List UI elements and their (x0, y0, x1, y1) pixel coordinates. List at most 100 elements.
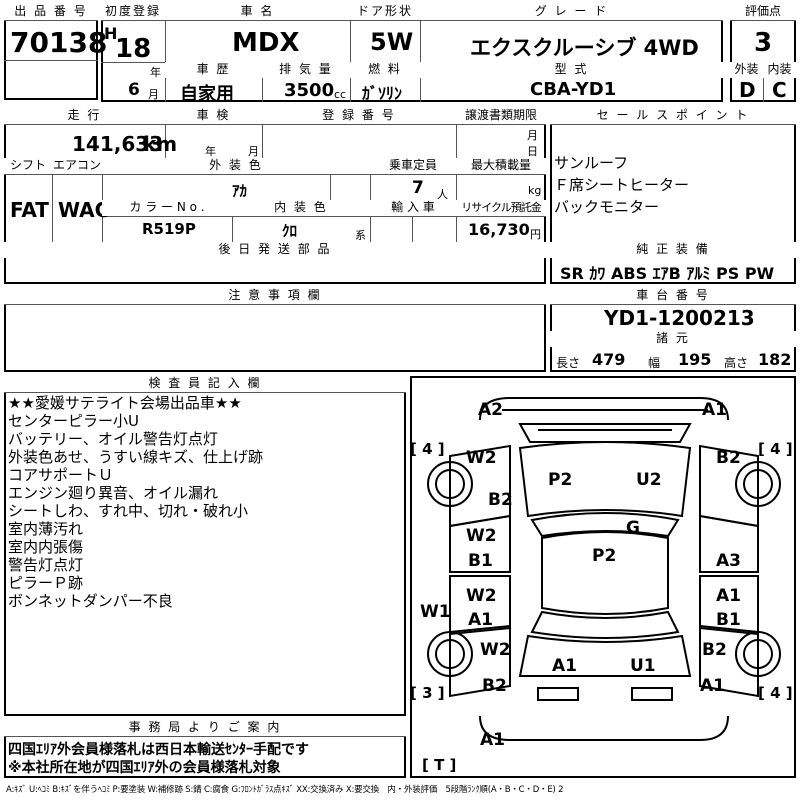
capacity: 7 (412, 178, 424, 198)
rear-right-wheel (735, 631, 781, 677)
front-right-door (699, 514, 759, 573)
door: 5W (370, 28, 414, 56)
model-label: 型 式 (420, 62, 723, 78)
height-label: 高さ (724, 356, 749, 370)
mark-b1-rear-right-door: B1 (716, 610, 741, 630)
ac: WAC (58, 198, 110, 222)
score: 3 (754, 28, 773, 58)
sales-point-1: サンルーフ (554, 154, 629, 172)
later-parts-label: 後 日 発 送 部 品 (4, 242, 546, 258)
ext-color-label: 外 装 色 (102, 158, 370, 174)
fuel-label: 燃 料 (350, 62, 420, 78)
color-no: R519P (142, 220, 196, 238)
sales-label: セ ー ル ス ポ イ ン ト (550, 108, 796, 124)
inspection-month-unit: 月 (248, 145, 259, 158)
load-unit: kg (528, 184, 542, 197)
front-left-door (449, 514, 511, 573)
chassis-number: YD1-1200213 (604, 306, 755, 330)
roof (541, 531, 669, 615)
inspector-line: 室内薄汚れ (8, 520, 84, 538)
rear-window (530, 610, 680, 639)
equipment-label: 純 正 装 備 (550, 242, 796, 258)
int-grade: C (772, 78, 787, 102)
inspector-line: ボンネットダンパー不良 (8, 592, 173, 610)
lot-number: 70138 (10, 26, 108, 59)
lot-label: 出 品 番 号 (4, 4, 98, 20)
int-label: 内装 (763, 62, 796, 78)
load-label: 最大積載量 (456, 158, 546, 174)
tailgate (518, 634, 692, 677)
mark-w2-rear-door: W2 (466, 586, 497, 606)
inspector-line: ★★愛媛サテライト会場出品車★★ (8, 394, 242, 412)
mark-a1-rear-left-door: A1 (468, 610, 493, 630)
shift: FAT (10, 198, 49, 222)
length: 479 (592, 350, 626, 369)
mark-u1-tailgate: U1 (630, 656, 656, 676)
front-bumper (479, 397, 729, 421)
inspector-line: センターピラー小U (8, 412, 139, 430)
sales-point-3: バックモニター (554, 198, 660, 216)
width-label: 幅 (648, 356, 661, 370)
rear-bumper (479, 715, 729, 741)
recycle: 16,730 (468, 220, 530, 239)
inspector-line: コアサポートＵ (8, 466, 114, 484)
ext-color: ｱｶ (232, 182, 248, 200)
mark-p2-hood: P2 (548, 470, 573, 490)
reg-month: 6 (128, 80, 140, 100)
inspector-line: 外装色あせ、うすい線キズ、仕上げ跡 (8, 448, 264, 466)
mileage: 141,633 (72, 132, 164, 156)
rear-left-wheel (427, 631, 473, 677)
inspector-line: 警告灯点灯 (8, 556, 84, 574)
rear-right-door (699, 575, 759, 634)
mark-a1-rear-right-door: A1 (716, 586, 741, 606)
mark-bracket-4-rear-right: [ 4 ] (758, 684, 793, 702)
era: H (104, 24, 118, 43)
inspector-line: バッテリー、オイル警告灯点灯 (8, 430, 218, 448)
import-label: 輸 入 車 (370, 200, 456, 216)
inspector-line: ピラーＰ跡 (8, 574, 84, 592)
displacement-unit: cc (334, 88, 347, 101)
interior-label: 内 装 色 (232, 200, 370, 216)
mark-bracket-4-right: [ 4 ] (758, 440, 793, 458)
displacement-label: 排 気 量 (262, 62, 350, 78)
interior-unit: 系 (355, 229, 366, 242)
inspector-label: 検 査 員 記 入 欄 (4, 376, 406, 392)
car-name-label: 車 名 (165, 4, 350, 20)
mark-bracket-3-left: [ 3 ] (410, 684, 445, 702)
displacement: 3500 (284, 80, 335, 101)
width: 195 (678, 350, 712, 369)
reg-number-label: 登 録 番 号 (262, 108, 456, 124)
windshield (530, 512, 680, 538)
capacity-label: 乗車定員 (370, 158, 456, 174)
sales-point-2: Ｆ席シートヒーター (554, 176, 690, 194)
car-name: MDX (232, 28, 300, 58)
notes-label: 注 意 事 項 欄 (4, 288, 546, 304)
mark-bracket-4-left: [ 4 ] (410, 440, 445, 458)
legend: A:ｷｽﾞ U:ﾍｺﾐ B:ｷｽﾞを伴うﾍｺﾐ P:要塗装 W:補修跡 S:錆 … (6, 785, 564, 795)
inspector-line: 室内内張傷 (8, 538, 84, 556)
ext-label: 外装 (730, 62, 763, 78)
mileage-label: 走 行 (4, 108, 165, 124)
grade-label: グ レ ー ド (420, 4, 723, 20)
mark-g-windshield: G (626, 518, 640, 538)
transfer-label: 譲渡書類期限 (456, 108, 546, 124)
ext-grade: D (739, 78, 756, 102)
mark-b2-rear-quarter: B2 (482, 676, 507, 696)
mark-b2-hood: B2 (488, 490, 513, 510)
grade: エクスクルーシブ 4WD (470, 36, 699, 60)
mark-a2-front: A2 (478, 400, 503, 420)
mark-w2-rear-left: W2 (480, 640, 511, 660)
damage-diagram-box (410, 376, 796, 778)
front-left-wheel (427, 461, 473, 507)
rear-left-door (449, 575, 511, 634)
mark-b2-front-right: B2 (716, 448, 741, 468)
model: CBA-YD1 (530, 79, 617, 100)
height: 182 (758, 350, 792, 369)
length-label: 長さ (556, 356, 581, 370)
inspection-label: 車 検 (165, 108, 262, 124)
mark-w1-left-side: W1 (420, 602, 451, 622)
first-reg-label: 初度登録 (101, 4, 165, 20)
hood (518, 441, 692, 518)
car-diagram (427, 397, 781, 741)
mark-a1-tailgate: A1 (552, 656, 577, 676)
